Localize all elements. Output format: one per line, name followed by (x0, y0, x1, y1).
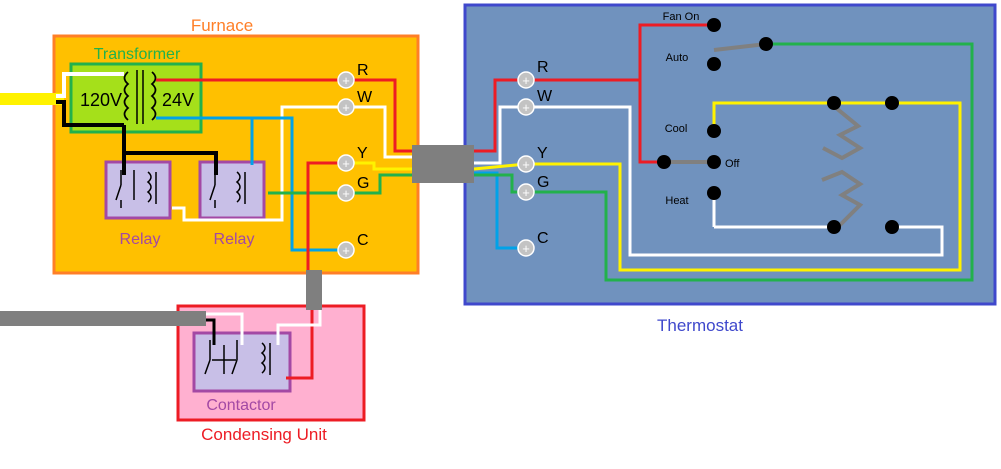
furnace-terminal-y-label: Y (357, 145, 368, 162)
heat-contact (707, 186, 721, 200)
transformer-primary-voltage: 120V (80, 90, 122, 110)
thermostat-terminal-r-label: R (537, 59, 549, 76)
furnace-terminal-r-label: R (357, 62, 369, 79)
primary-lead-white (56, 72, 124, 98)
auto-contact (707, 57, 721, 71)
condenser-power-cable (0, 311, 206, 326)
wire-r-thermostat-off (638, 80, 664, 164)
thermostat-terminal-y: + (517, 155, 535, 173)
furnace-relay-2-box (198, 160, 266, 220)
transformer-secondary-coil (150, 71, 157, 121)
switch-label-fan-on: Fan On (663, 11, 700, 23)
transformer-secondary-voltage: 24V (162, 90, 194, 110)
furnace-relay-2-label: Relay (214, 231, 255, 248)
furnace-terminal-w: + (337, 98, 355, 116)
thermostat-terminal-r: + (517, 71, 535, 89)
furnace-terminal-c: + (337, 241, 355, 259)
mains-input-wire (0, 93, 64, 105)
heat-bulb-right-contact (885, 220, 899, 234)
furnace-terminal-r: + (337, 71, 355, 89)
wire-g-thermostat (474, 42, 974, 282)
thermostat-cable (412, 145, 474, 183)
primary-lead-black (56, 100, 124, 127)
svg-text:+: + (342, 73, 350, 88)
furnace-terminal-c-label: C (357, 232, 369, 249)
furnace-terminal-g-label: G (357, 175, 369, 192)
furnace-terminal-w-label: W (357, 89, 373, 106)
switch-label-auto: Auto (666, 52, 689, 64)
transformer-primary-coil (123, 71, 130, 121)
svg-text:+: + (522, 157, 530, 172)
switch-label-cool: Cool (665, 123, 688, 135)
mode-common-contact (657, 155, 671, 169)
condensing-unit-title: Condensing Unit (201, 425, 327, 444)
thermostat-title: Thermostat (657, 316, 743, 335)
wire-y-furnace (346, 161, 412, 171)
wire-c-furnace (156, 116, 346, 252)
fan-switch-lever (713, 42, 767, 52)
fan-on-contact (707, 18, 721, 32)
furnace-relay-1-label: Relay (120, 231, 161, 248)
wire-contactor-red (286, 308, 314, 380)
thermostat-cable-stub (306, 270, 322, 310)
furnace-terminal-g: + (337, 184, 355, 202)
svg-text:+: + (522, 73, 530, 88)
wire-c-thermostat (474, 171, 526, 250)
wire-condenser-white (206, 312, 244, 345)
transformer-label: Transformer (94, 46, 181, 63)
furnace-relay-1-internals (115, 170, 157, 208)
thermostat-terminal-c-label: C (537, 230, 549, 247)
thermostat-terminal-c: + (517, 239, 535, 257)
thermostat-terminal-w: + (517, 98, 535, 116)
thermostat-terminal-g-label: G (537, 174, 549, 191)
wire-contactor-white (276, 308, 322, 345)
cool-contact (707, 124, 721, 138)
contactor-label: Contactor (206, 397, 276, 414)
svg-text:+: + (342, 186, 350, 201)
thermostat-terminal-y-label: Y (537, 145, 548, 162)
wire-r-furnace (156, 78, 412, 153)
wire-g-furnace (268, 173, 412, 195)
heat-bulb-left-contact (827, 220, 841, 234)
wire-y-thermostat (473, 101, 962, 272)
furnace-title: Furnace (191, 16, 253, 35)
thermostat-bimetal-coil (822, 101, 864, 161)
svg-text:+: + (522, 100, 530, 115)
svg-text:+: + (522, 185, 530, 200)
wire-w-furnace (172, 105, 412, 222)
furnace-terminal-y: + (337, 154, 355, 172)
switch-label-off: Off (725, 158, 740, 170)
wire-y-to-contactor (306, 161, 346, 270)
wire-w-thermostat (474, 105, 944, 257)
relay-power-black (122, 125, 218, 175)
svg-text:+: + (342, 156, 350, 171)
thermostat-terminal-w-label: W (537, 88, 553, 105)
svg-text:+: + (522, 241, 530, 256)
contactor-internals (204, 340, 271, 375)
svg-text:+: + (342, 100, 350, 115)
off-contact (707, 155, 721, 169)
wire-condenser-black (206, 318, 216, 345)
thermostat-terminal-g: + (517, 183, 535, 201)
switch-label-heat: Heat (665, 195, 688, 207)
svg-text:+: + (342, 243, 350, 258)
thermostat-bimetal-coil-2 (821, 169, 864, 229)
wire-r-thermostat (474, 23, 714, 153)
fan-common-contact (759, 37, 773, 51)
furnace-relay-1-box (104, 160, 172, 220)
cool-bulb-left-contact (827, 96, 841, 110)
cool-bulb-right-contact (885, 96, 899, 110)
